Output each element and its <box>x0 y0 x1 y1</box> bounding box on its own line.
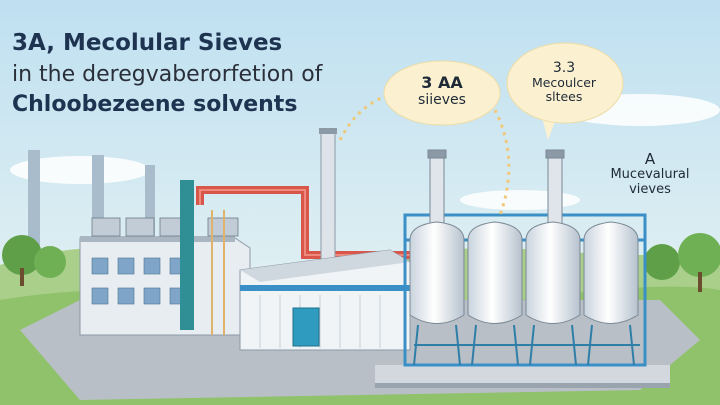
callout-3-line-1: A <box>644 150 656 168</box>
tank-chimneys <box>427 149 565 226</box>
tank-4 <box>583 221 639 324</box>
warehouse <box>239 249 411 351</box>
tank-legs <box>413 324 640 366</box>
headline-line-2: in the deregvaberorfetion of <box>12 62 323 87</box>
warehouse-door <box>292 307 320 347</box>
tank-2 <box>467 221 523 324</box>
callout-2-line-2: Mecoulcer <box>531 75 597 91</box>
headline-line-3: Chloobezeene solvents <box>12 92 298 117</box>
callout-1-line-2: siieves <box>418 92 466 109</box>
sieve-tanks <box>409 221 639 324</box>
ladder <box>211 210 225 335</box>
callout-connectors <box>338 90 511 216</box>
callout-1-line-1: 3 AA <box>421 73 463 92</box>
callout-1: 3 AA siieves <box>392 73 492 109</box>
tank-platform <box>375 365 670 383</box>
callout-2-line-3: sltees <box>545 89 583 105</box>
headline-line-1: 3A, Mecolular Sieves <box>12 30 283 56</box>
trees <box>2 233 720 292</box>
callout-2-line-1: 3.3 <box>552 60 576 76</box>
callout-3-line-3: vieves <box>629 182 671 198</box>
callout-3-line-2: Mucevalural <box>610 167 690 183</box>
tank-1 <box>409 221 465 324</box>
teal-column <box>180 180 194 330</box>
callout-3: A Mucevalural vieves <box>600 150 700 198</box>
tank-3 <box>525 221 581 324</box>
callout-2: 3.3 Mecoulcer sltees <box>514 60 614 105</box>
callout-bubbles <box>383 42 624 140</box>
